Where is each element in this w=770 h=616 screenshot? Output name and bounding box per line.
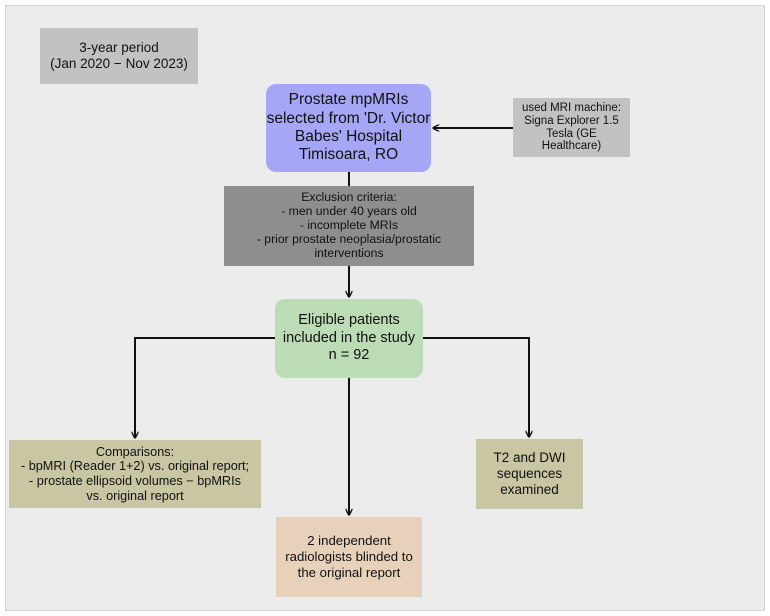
selected-mri-line: Prostate mpMRIs: [288, 91, 409, 109]
exclusion-line: - incomplete MRIs: [299, 218, 399, 233]
selected-mri-line: Timisoara, RO: [298, 146, 399, 164]
t2-dwi-line: examined: [500, 482, 559, 498]
eligible-line: Eligible patients: [298, 312, 400, 329]
selected-mri-line: Babes' Hospital: [294, 128, 403, 145]
radiologists-line: the original report: [297, 564, 401, 580]
mri-machine-line: Healthcare): [541, 140, 602, 153]
radiologists-line: 2 independent: [307, 533, 391, 549]
mri-machine-line: used MRI machine:: [521, 101, 622, 114]
period-line: (Jan 2020 − Nov 2023): [50, 56, 188, 71]
comparisons-line: Comparisons:: [95, 444, 175, 459]
t2-dwi-line: T2 and DWI: [493, 449, 566, 465]
eligible-to-t2dwi-arrow: [423, 337, 529, 437]
comparisons-box: Comparisons: - bpMRI (Reader 1+2) vs. or…: [9, 440, 261, 508]
period-line: 3-year period: [79, 39, 159, 55]
exclusion-line: - prior prostate neoplasia/prostatic: [256, 231, 442, 246]
comparisons-line: vs. original report: [86, 488, 184, 503]
mri-machine-line: Tesla (GE: [546, 127, 597, 140]
exclusion-criteria-box: Exclusion criteria: - men under 40 years…: [224, 186, 474, 266]
t2-dwi-box: T2 and DWI sequences examined: [476, 439, 583, 509]
selected-mri-line: selected from 'Dr. Victor: [266, 109, 431, 127]
eligible-line: n = 92: [328, 347, 370, 364]
exclusion-line: Exclusion criteria:: [301, 190, 397, 205]
radiologists-line: radiologists blinded to: [285, 549, 413, 565]
eligible-to-comparisons-arrow: [135, 337, 275, 438]
radiologists-box: 2 independent radiologists blinded to th…: [276, 517, 422, 597]
exclusion-line: - men under 40 years old: [281, 204, 417, 219]
eligible-line: included in the study: [282, 329, 416, 346]
period-box: 3-year period (Jan 2020 − Nov 2023): [40, 28, 198, 84]
mri-machine-line: Signa Explorer 1.5: [524, 114, 619, 127]
comparisons-line: - bpMRI (Reader 1+2) vs. original report…: [20, 459, 250, 474]
exclusion-line: interventions: [314, 245, 384, 260]
t2-dwi-line: sequences: [496, 465, 563, 481]
selected-mri-box: Prostate mpMRIs selected from 'Dr. Victo…: [266, 84, 431, 172]
eligible-patients-box: Eligible patients included in the study …: [275, 299, 423, 378]
comparisons-line: - prostate ellipsoid volumes − bpMRIs: [29, 474, 241, 488]
mri-machine-box: used MRI machine: Signa Explorer 1.5 Tes…: [513, 98, 630, 157]
